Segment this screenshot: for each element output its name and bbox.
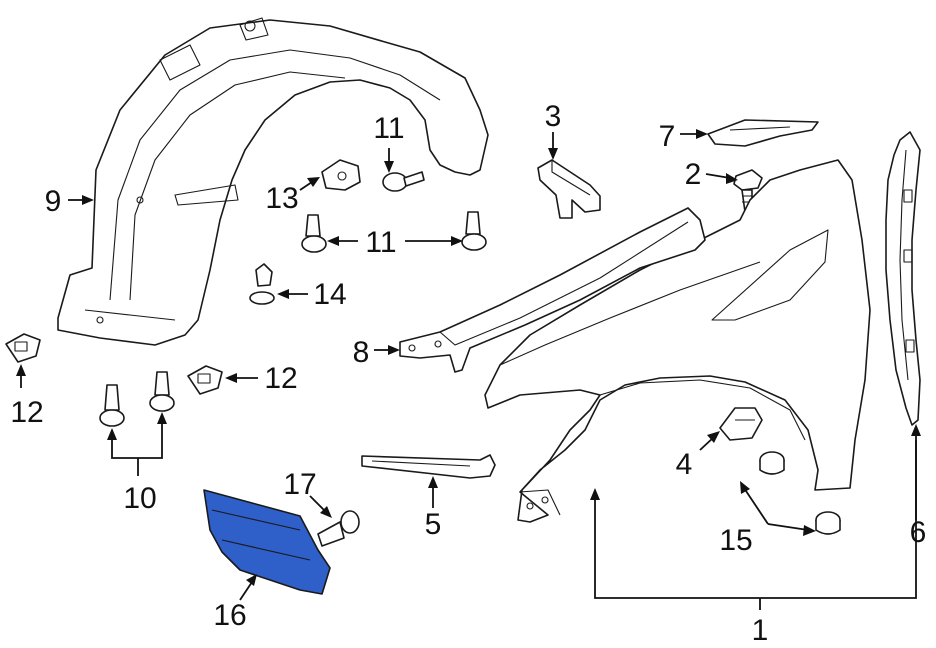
nut-part-12a [5,333,41,363]
seal-part-6 [885,131,921,426]
callout-6: 6 [910,516,927,549]
leader-lines [16,129,921,610]
bracket-part-4 [719,407,763,441]
rail-part-8 [399,207,706,373]
callout-13: 13 [265,182,298,215]
screw-part-11c [461,211,487,251]
screw-part-10b [149,371,175,412]
callout-4: 4 [676,448,693,481]
screw-part-11b [301,214,327,253]
callout-11-top: 11 [373,112,404,145]
callout-16: 16 [213,599,246,632]
grommet-part-15a [759,451,785,475]
pin-part-14 [249,263,275,305]
grommet-part-15b [815,511,841,535]
callout-15: 15 [719,524,752,557]
screw-part-10a [99,384,125,427]
bracket-part-3 [537,159,601,219]
bolt-part-17 [317,510,360,547]
screw-part-11a [382,171,425,192]
callout-2: 2 [685,158,702,191]
callout-14: 14 [313,278,346,311]
clip-part-13 [321,159,361,191]
callout-1: 1 [752,614,769,647]
callout-3: 3 [545,100,562,133]
callout-12-right: 12 [264,362,297,395]
callout-labels: 1 2 3 4 5 6 7 8 9 10 11 11 12 12 13 14 1… [10,100,926,647]
callout-8: 8 [353,336,370,369]
fender-liner-part [57,17,489,346]
cover-part-16-highlighted [203,489,331,595]
fender-part-1 [484,159,871,523]
callout-11-middle: 11 [365,226,396,259]
strip-part-5 [361,454,496,479]
callout-17: 17 [283,468,316,501]
callout-9: 9 [45,185,62,218]
callout-12-left: 12 [10,396,43,429]
callout-7: 7 [659,120,676,153]
trim-part-7 [707,119,819,147]
callout-10: 10 [123,482,156,515]
callout-5: 5 [425,508,442,541]
nut-part-12b [187,365,223,395]
